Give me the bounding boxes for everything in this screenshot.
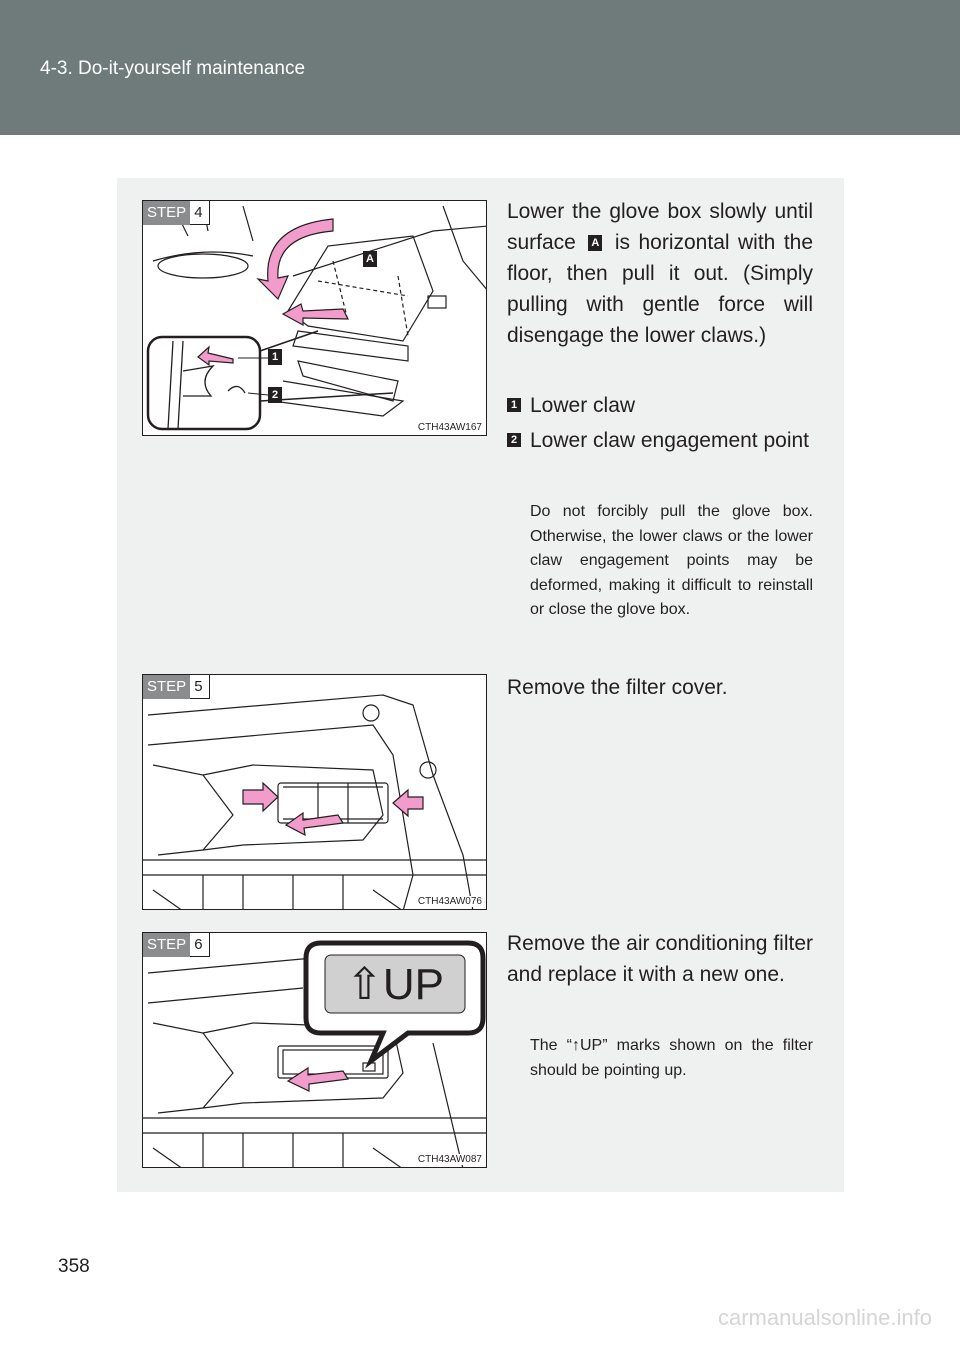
callout-1: 1: [268, 349, 282, 365]
glove-box-illustration: [146, 205, 486, 431]
instruction-part: is horizontal with the floor, then pull …: [507, 231, 814, 347]
page-number: 358: [58, 1256, 90, 1277]
step-5-badge: STEP 5: [143, 675, 210, 699]
callout-2: 2: [268, 387, 282, 403]
legend-item: 2 Lower claw engagement point: [507, 423, 813, 458]
watermark: carmanualsonline.info: [717, 1305, 932, 1330]
section-title: 4-3. Do-it-yourself maintenance: [40, 58, 306, 79]
ac-filter-illustration: [143, 940, 486, 1167]
step-number: 6: [190, 933, 210, 957]
step-6-badge: STEP 6: [143, 933, 210, 957]
step-label: STEP: [143, 933, 191, 957]
legend-label: Lower claw: [530, 394, 636, 417]
image-code: CTH43AW076: [416, 896, 483, 907]
step-6-figure: ⇧UP STEP 6 CTH43AW087: [142, 932, 487, 1168]
image-code: CTH43AW167: [416, 422, 483, 433]
step-4-note: Do not forcibly pull the glove box. Othe…: [530, 503, 813, 618]
step-4-instruction: Lower the glove box slowly until surface…: [507, 196, 813, 351]
step-number: 5: [190, 675, 210, 699]
step-label: STEP: [143, 201, 191, 225]
legend-marker: 1: [507, 398, 521, 412]
step-label: STEP: [143, 675, 191, 699]
image-code: CTH43AW087: [416, 1154, 483, 1165]
page-header: 4-3. Do-it-yourself maintenance: [0, 0, 960, 135]
instruction-part: Lower the glove box slowly until surface: [507, 200, 813, 254]
up-mark-callout: ⇧UP: [346, 959, 444, 1009]
step-5-figure: STEP 5 CTH43AW076: [142, 674, 487, 910]
surface-a-marker: A: [588, 235, 603, 252]
step-4-figure: STEP 4 A 1 2 CTH43AW167: [142, 200, 487, 436]
step-5-instruction: Remove the filter cover.: [507, 676, 728, 699]
legend-label: Lower claw engagement point: [530, 429, 810, 452]
filter-cover-illustration: [143, 694, 486, 909]
step-6-instruction: Remove the air conditioning filter and r…: [507, 932, 813, 986]
legend-marker: 2: [507, 433, 521, 447]
step-4-legend: 1 Lower claw 2 Lower claw engagement poi…: [507, 388, 813, 458]
step-number: 4: [190, 201, 210, 225]
step-6-note: The “↑UP” marks shown on the filter shou…: [530, 1037, 813, 1079]
step-4-badge: STEP 4: [143, 201, 210, 225]
legend-item: 1 Lower claw: [507, 388, 813, 423]
callout-a: A: [363, 251, 377, 267]
